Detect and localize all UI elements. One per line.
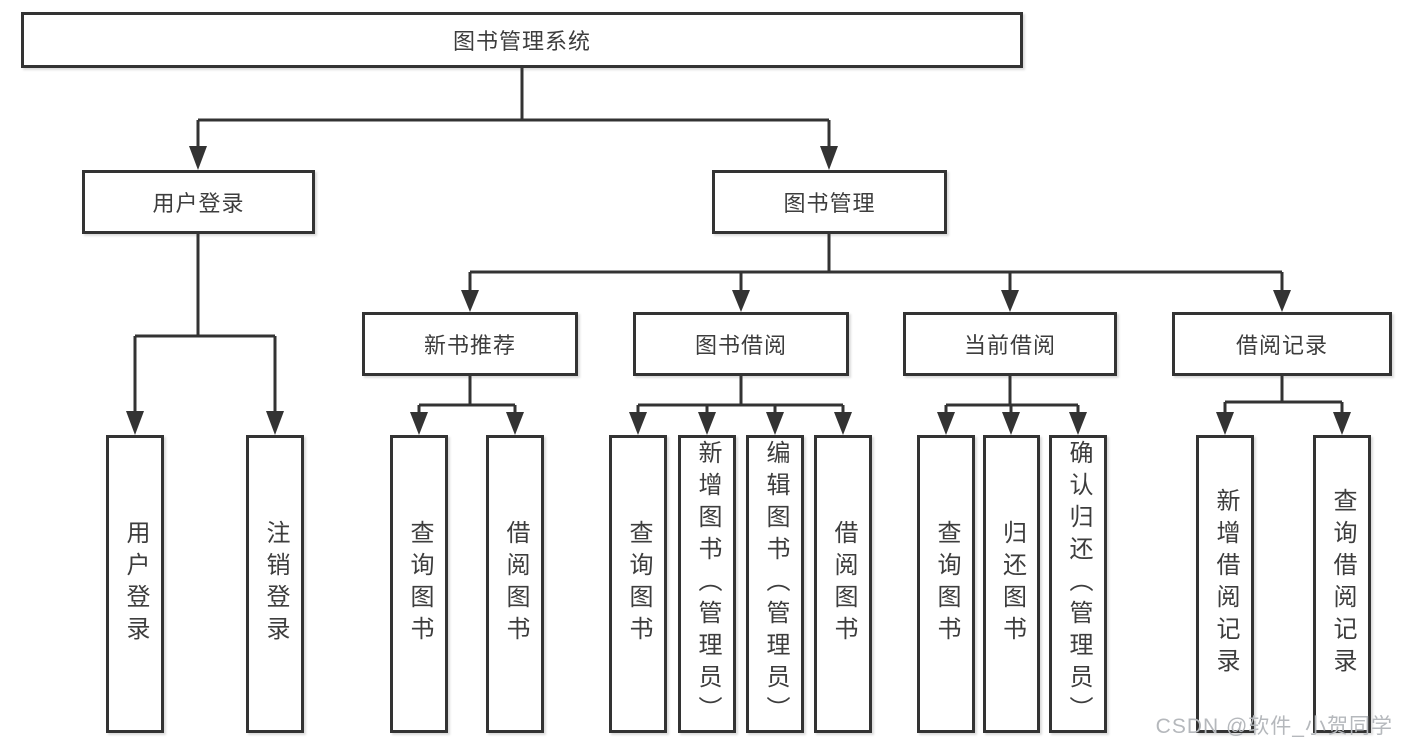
node-label: 借阅记录: [1235, 333, 1328, 358]
node-label: 查询图书: [406, 520, 433, 648]
node-label: 借阅图书: [830, 520, 857, 648]
node-user-login-leaf: 用户登录: [106, 435, 164, 733]
node-new-book-recommend: 新书推荐: [362, 312, 578, 376]
node-label: 归还图书: [998, 520, 1026, 648]
node-label: 新增图书（管理员）: [694, 440, 721, 728]
node-current-borrow: 当前借阅: [903, 312, 1117, 376]
node-label: 查询图书: [625, 520, 652, 648]
node-confirm-return-admin: 确认归还（管理员）: [1049, 435, 1107, 733]
node-label: 确认归还（管理员）: [1065, 440, 1092, 728]
node-label: 注销登录: [262, 520, 289, 648]
node-search-borrow-record: 查询借阅记录: [1313, 435, 1371, 733]
node-label: 新增借阅记录: [1212, 488, 1239, 680]
node-search-books-recommend: 查询图书: [390, 435, 448, 733]
node-label: 查询图书: [933, 520, 960, 648]
node-search-books-current: 查询图书: [917, 435, 975, 733]
node-borrow-books-recommend: 借阅图书: [486, 435, 544, 733]
node-search-books-borrow: 查询图书: [609, 435, 667, 733]
node-book-borrow: 图书借阅: [633, 312, 849, 376]
node-label: 图书管理: [783, 191, 876, 216]
node-book-management: 图书管理: [712, 170, 947, 234]
node-label: 用户登录: [122, 520, 149, 648]
node-label: 图书管理系统: [452, 29, 591, 54]
node-add-books-admin: 新增图书（管理员）: [678, 435, 736, 733]
node-add-borrow-record: 新增借阅记录: [1196, 435, 1254, 733]
node-borrow-books-leaf: 借阅图书: [814, 435, 872, 733]
node-library-system: 图书管理系统: [21, 12, 1023, 68]
node-label: 用户登录: [152, 191, 245, 216]
node-logout: 注销登录: [246, 435, 304, 733]
csdn-watermark: CSDN @软件_小贺同学: [1155, 715, 1393, 738]
node-label: 当前借阅: [963, 333, 1056, 358]
node-return-books: 归还图书: [983, 435, 1040, 733]
node-label: 查询借阅记录: [1329, 488, 1356, 680]
node-label: 编辑图书（管理员）: [762, 440, 789, 728]
node-borrow-records: 借阅记录: [1172, 312, 1392, 376]
node-user-login: 用户登录: [82, 170, 315, 234]
node-label: 新书推荐: [423, 333, 516, 358]
node-edit-books-admin: 编辑图书（管理员）: [746, 435, 804, 733]
arrowheads: [126, 146, 1351, 435]
node-label: 借阅图书: [502, 520, 529, 648]
node-label: 图书借阅: [694, 333, 787, 358]
